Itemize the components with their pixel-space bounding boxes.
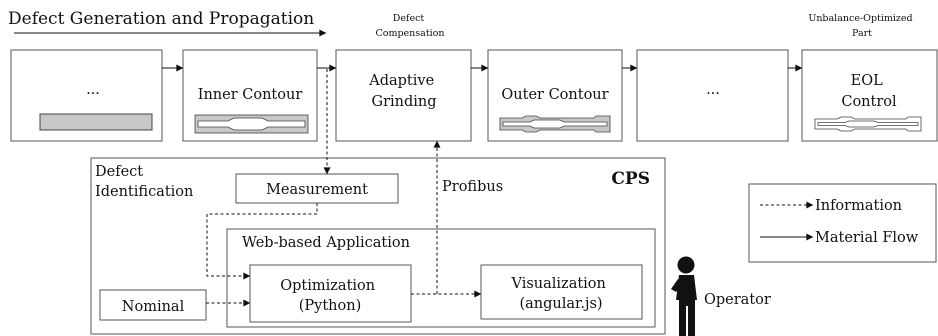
nominal-box xyxy=(99,289,207,321)
diagram-title: Defect Generation and Propagation xyxy=(8,9,314,29)
step-ellipsis-label-2: ... xyxy=(706,82,720,98)
nominal-label: Nominal xyxy=(122,299,185,315)
process-step-more xyxy=(636,49,789,142)
defect-identification-label: Defect Identification xyxy=(95,164,193,200)
finished-part-icon xyxy=(814,116,922,132)
compensation-note: Defect Compensation xyxy=(375,13,444,39)
adaptive-grinding-label: Adaptive Grinding xyxy=(368,73,439,110)
legend-information-label: Information xyxy=(815,198,902,214)
legend-material-flow-label: Material Flow xyxy=(815,230,919,246)
outer-contour-label: Outer Contour xyxy=(501,87,608,103)
process-step-adaptive-grinding xyxy=(335,49,472,142)
measurement-box xyxy=(235,173,399,204)
info-arrow-measurement-to-optimization xyxy=(206,203,318,280)
optimization-label: Optimization (Python) xyxy=(280,278,379,314)
visualization-box xyxy=(480,264,643,320)
visualization-label: Visualization (angular.js) xyxy=(511,276,611,312)
inner-contour-label: Inner Contour xyxy=(198,87,303,103)
operator-label: Operator xyxy=(704,292,771,308)
step-ellipsis-label: ... xyxy=(86,82,100,98)
legend-box xyxy=(748,183,937,263)
raw-material-bar xyxy=(39,113,153,131)
unbalance-optimized-note: Unbalance-Optimized Part xyxy=(808,13,915,39)
outer-contour-part-icon xyxy=(499,115,611,133)
web-application-title: Web-based Application xyxy=(242,235,410,251)
optimization-box xyxy=(249,264,412,323)
inner-contour-part-icon xyxy=(194,114,309,134)
operator-icon xyxy=(671,256,697,336)
cps-title: CPS xyxy=(611,169,650,189)
eol-control-label: EOL Control xyxy=(841,73,897,110)
profibus-label: Profibus xyxy=(442,179,503,195)
measurement-label: Measurement xyxy=(266,182,368,198)
